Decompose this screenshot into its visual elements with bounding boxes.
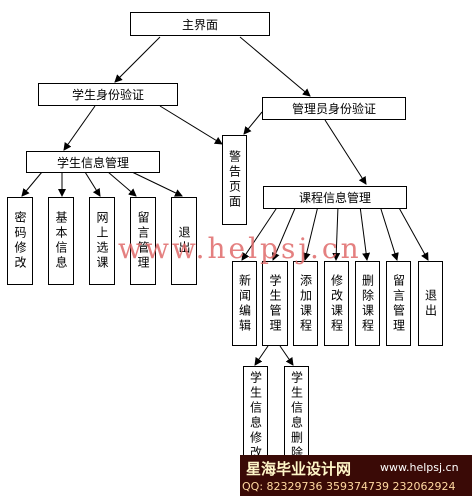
edge-student-auth-warning (159, 105, 223, 145)
edge-student-del (279, 345, 294, 366)
node-s-msg: 留言管理 (130, 197, 156, 285)
node-student-info: 学生信息管理 (26, 151, 160, 173)
node-a-exit: 退出 (418, 261, 443, 346)
node-a-news: 新闻编辑 (232, 261, 257, 346)
node-student-auth: 学生身份验证 (38, 83, 178, 106)
edge-info-online (84, 171, 101, 197)
edge-course-msg (379, 205, 399, 261)
edge-admin-auth-course (324, 119, 367, 185)
edge-student-edit (254, 345, 269, 366)
node-main: 主界面 (130, 12, 270, 36)
edge-course-add (302, 205, 319, 261)
edge-admin-auth-warning (243, 111, 263, 135)
watermark-text: www.helpsj.cn (118, 232, 362, 265)
node-a-add: 添加课程 (293, 261, 318, 346)
node-s-online: 网上选课 (89, 197, 115, 285)
edge-main-student-auth (114, 36, 161, 83)
node-a-student: 学生管理 (262, 261, 288, 346)
banner-qq: QQ: 82329736 359374739 232062924 (242, 480, 456, 493)
banner-brand: 星海毕业设计网 (246, 460, 352, 478)
edge-student-auth-info (63, 105, 96, 151)
node-st-del: 学生信息删除 (284, 366, 309, 462)
node-a-del: 删除课程 (355, 261, 380, 346)
node-admin-auth: 管理员身份验证 (262, 97, 406, 120)
edge-info-pwd (21, 171, 43, 197)
edge-course-del (359, 205, 371, 261)
node-a-edit: 修改课程 (324, 261, 349, 346)
edge-course-news (241, 205, 279, 261)
edge-course-edit (332, 205, 341, 261)
edge-info-msg (107, 171, 137, 197)
node-warning: 警告页面 (222, 135, 247, 225)
edge-course-exit (397, 205, 429, 261)
banner-url[interactable]: www.helpsj.cn (380, 461, 459, 474)
node-s-exit: 退出 (171, 197, 197, 285)
edge-info-exit (131, 171, 183, 197)
site-banner[interactable]: 星海毕业设计网 www.helpsj.cn QQ: 82329736 35937… (240, 455, 472, 496)
edge-main-admin-auth (239, 36, 311, 97)
edge-course-student (272, 205, 297, 261)
node-a-msg: 留言管理 (386, 261, 411, 346)
node-s-basic: 基本信息 (48, 197, 74, 285)
node-course-info: 课程信息管理 (263, 186, 407, 209)
node-s-pwd: 密码修改 (7, 197, 33, 285)
node-st-edit: 学生信息修改 (243, 366, 268, 462)
